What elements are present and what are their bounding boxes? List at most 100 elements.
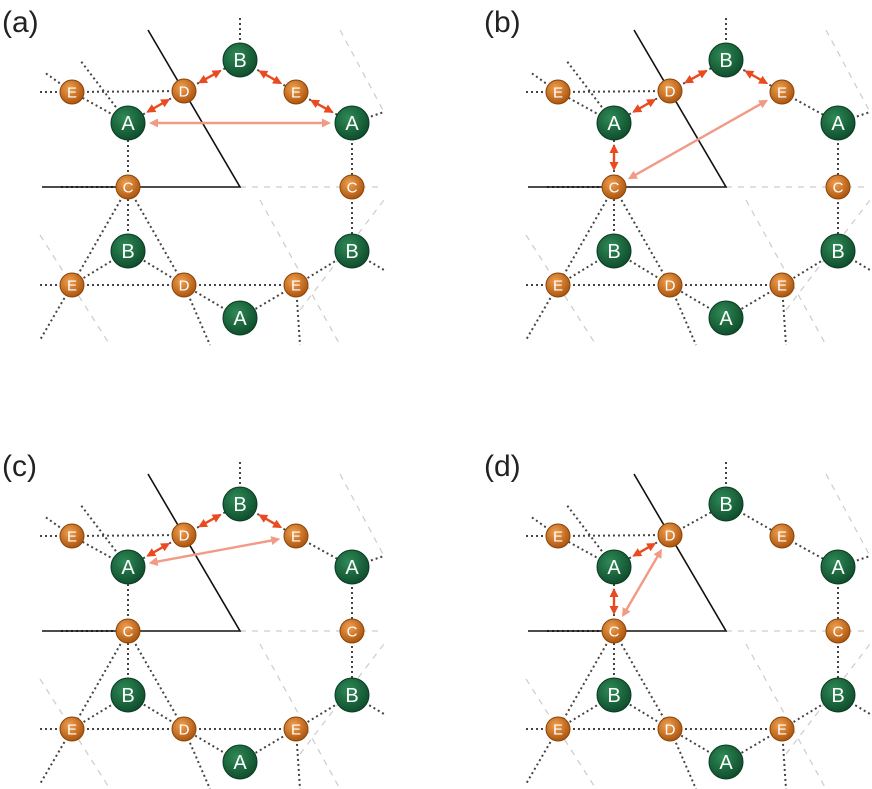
arrow-head bbox=[309, 99, 321, 109]
site-label: A bbox=[121, 113, 135, 135]
site-b: B bbox=[334, 677, 370, 713]
site-marker bbox=[657, 716, 683, 742]
site-marker bbox=[545, 716, 571, 742]
site-e: E bbox=[59, 716, 85, 742]
site-label: A bbox=[719, 308, 733, 330]
hopping-arrow-near bbox=[258, 514, 283, 529]
site-marker bbox=[334, 549, 370, 585]
site-marker bbox=[657, 522, 683, 548]
arrow-head bbox=[646, 542, 657, 552]
site-label: E bbox=[291, 278, 301, 295]
arrow-head bbox=[270, 536, 281, 545]
site-marker bbox=[820, 677, 856, 713]
site-marker bbox=[283, 716, 309, 742]
site-label: C bbox=[833, 180, 844, 197]
site-label: B bbox=[831, 685, 844, 707]
site-label: E bbox=[553, 529, 563, 546]
site-e: E bbox=[59, 272, 85, 298]
site-marker bbox=[339, 618, 365, 644]
site-e: E bbox=[545, 716, 571, 742]
site-marker bbox=[283, 523, 309, 549]
lattice-bond bbox=[127, 186, 185, 286]
site-marker bbox=[601, 174, 627, 200]
site-marker bbox=[708, 486, 744, 522]
site-marker bbox=[708, 42, 744, 78]
site-marker bbox=[334, 105, 370, 141]
arrow-head bbox=[272, 75, 283, 85]
arrow-shaft bbox=[155, 538, 274, 564]
site-marker bbox=[59, 716, 85, 742]
arrow-head bbox=[160, 542, 171, 552]
site-e: E bbox=[769, 523, 795, 549]
site-marker bbox=[222, 42, 258, 78]
site-label: A bbox=[345, 557, 359, 579]
site-a: A bbox=[334, 549, 370, 585]
site-b: B bbox=[334, 233, 370, 269]
site-c: C bbox=[115, 618, 141, 644]
arrow-head bbox=[632, 104, 643, 113]
hopping-arrow-near bbox=[258, 70, 283, 85]
site-c: C bbox=[115, 174, 141, 200]
site-d: D bbox=[171, 272, 197, 298]
site-label: E bbox=[777, 85, 787, 102]
arrow-head bbox=[683, 74, 695, 84]
site-label: B bbox=[719, 494, 732, 516]
site-label: E bbox=[291, 529, 301, 546]
site-b: B bbox=[110, 677, 146, 713]
panel-label: (a) bbox=[2, 6, 39, 39]
site-e: E bbox=[283, 716, 309, 742]
site-e: E bbox=[59, 79, 85, 105]
site-label: B bbox=[345, 685, 358, 707]
site-marker bbox=[110, 549, 146, 585]
site-marker bbox=[545, 523, 571, 549]
site-e: E bbox=[545, 272, 571, 298]
site-marker bbox=[115, 618, 141, 644]
site-marker bbox=[825, 174, 851, 200]
site-marker bbox=[110, 677, 146, 713]
site-label: E bbox=[553, 722, 563, 739]
site-label: B bbox=[121, 241, 134, 263]
site-label: E bbox=[777, 529, 787, 546]
arrow-head bbox=[758, 99, 769, 109]
unit-cell-boundary-line bbox=[528, 29, 728, 188]
site-label: E bbox=[777, 722, 787, 739]
site-marker bbox=[222, 486, 258, 522]
site-label: E bbox=[291, 722, 301, 739]
site-e: E bbox=[59, 523, 85, 549]
arrow-head bbox=[609, 144, 619, 153]
site-label: C bbox=[347, 180, 358, 197]
site-marker bbox=[820, 233, 856, 269]
site-marker bbox=[115, 174, 141, 200]
lattice-bond bbox=[613, 186, 671, 286]
site-label: A bbox=[831, 113, 845, 135]
site-a: A bbox=[110, 549, 146, 585]
hopping-arrows bbox=[146, 514, 283, 566]
unit-cell-boundary bbox=[528, 29, 728, 188]
unit-cell-boundary-line bbox=[42, 29, 242, 188]
panel-label: (c) bbox=[2, 450, 37, 483]
site-a: A bbox=[708, 744, 744, 780]
site-marker bbox=[222, 744, 258, 780]
lattice-bonds bbox=[39, 460, 385, 789]
site-c: C bbox=[825, 174, 851, 200]
hopping-arrow-near bbox=[683, 70, 708, 84]
arrow-shaft bbox=[689, 72, 703, 81]
hopping-arrow-near bbox=[146, 98, 171, 113]
site-marker bbox=[334, 677, 370, 713]
site-marker bbox=[171, 522, 197, 548]
arrow-head bbox=[758, 75, 769, 85]
site-c: C bbox=[601, 618, 627, 644]
site-a: A bbox=[596, 105, 632, 141]
site-b: B bbox=[820, 233, 856, 269]
site-e: E bbox=[769, 79, 795, 105]
hopping-arrow-near bbox=[609, 144, 619, 171]
site-label: E bbox=[67, 278, 77, 295]
site-b: B bbox=[596, 677, 632, 713]
lattice-bond-stub bbox=[79, 59, 129, 124]
site-marker bbox=[334, 233, 370, 269]
